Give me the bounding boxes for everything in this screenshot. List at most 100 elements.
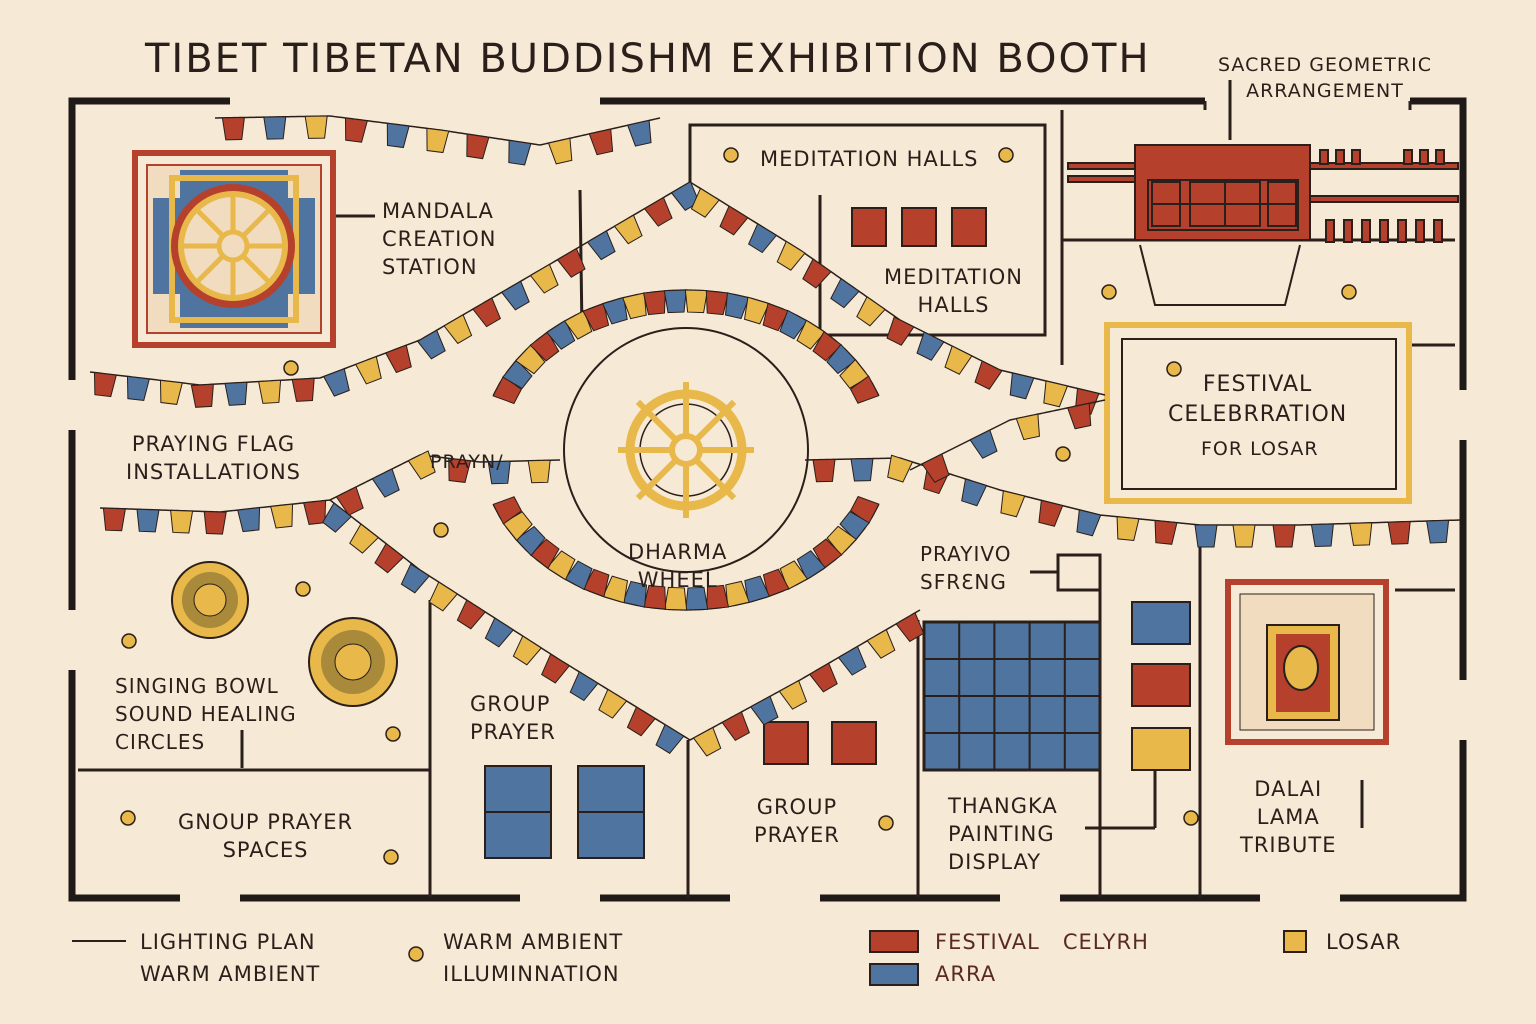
warm-light-icon <box>1183 810 1199 826</box>
prayer-flag <box>224 381 248 406</box>
prayer-flag <box>692 726 722 757</box>
prayer-flag <box>887 454 914 483</box>
prayer-flag <box>744 575 771 604</box>
legend-light-icon <box>408 946 424 962</box>
label-sacred: SACRED GEOMETRIC ARRANGEMENT <box>1218 54 1432 102</box>
prayer-flag <box>502 359 533 390</box>
prayer-flag <box>856 296 886 327</box>
prayer-flag <box>1066 402 1092 430</box>
prayer-flag <box>529 538 560 570</box>
warm-light-icon <box>283 360 299 376</box>
prayer-flag <box>602 575 629 604</box>
prayer-flag <box>1272 524 1296 548</box>
prayer-flag <box>812 330 843 362</box>
prayer-flag <box>642 290 666 316</box>
group-prayer-mats <box>484 601 1191 859</box>
label-prayn: PRAYN/ <box>430 451 504 473</box>
label-singing-bowl: SINGING BOWL SOUND HEALING CIRCLES <box>115 674 297 754</box>
prayer-flag <box>866 628 896 659</box>
prayer-flag <box>837 645 867 676</box>
prayer-flag <box>487 460 511 485</box>
prayer-flag <box>291 377 315 402</box>
prayer-flag <box>546 550 576 581</box>
prayer-flag <box>349 523 380 554</box>
label-dalai-lama: DALAI LAMA TRIBUTE <box>1240 777 1337 857</box>
prayer-flag <box>663 289 687 314</box>
warm-light-icon <box>878 815 894 831</box>
prayer-flag <box>974 360 1003 390</box>
prayer-flag <box>93 371 117 398</box>
legend-yellow-swatch <box>1283 930 1307 953</box>
prayer-flag <box>719 205 749 236</box>
mandala-icon <box>132 150 336 348</box>
label-festival-sub: FOR LOSAR <box>1201 438 1319 460</box>
prayer-flag <box>159 379 183 405</box>
warm-light-icon <box>385 726 401 742</box>
prayer-flag <box>1116 516 1140 542</box>
warm-light-icon <box>120 810 136 826</box>
label-thangka: THANGKA PAINTING DISPLAY <box>948 794 1058 874</box>
prayer-flag <box>626 119 652 147</box>
prayer-flag <box>706 584 730 610</box>
prayer-flag <box>1015 413 1040 441</box>
prayer-flag <box>725 580 750 608</box>
prayer-flag <box>778 680 808 710</box>
prayer-flag <box>643 196 673 227</box>
prayer-flag <box>1232 524 1256 548</box>
prayer-flag <box>456 599 487 630</box>
prayer-flag <box>886 316 915 346</box>
prayer-flag <box>655 723 685 754</box>
legend-losar: LOSAR <box>1326 930 1402 954</box>
prayer-flag <box>750 695 779 726</box>
prayer-flag <box>826 343 857 375</box>
prayer-flag <box>569 671 599 702</box>
prayer-flag <box>779 560 809 591</box>
prayer-flag <box>776 240 806 271</box>
prayer-flag <box>529 331 560 362</box>
prayer-flag <box>500 280 530 311</box>
label-meditation-top: MEDITATION HALLS <box>760 147 979 171</box>
prayer-flag <box>190 383 214 408</box>
prayer-flag <box>850 458 874 482</box>
prayer-flag <box>802 258 832 289</box>
legend-red-swatch <box>869 930 919 953</box>
prayer-flag <box>385 344 412 374</box>
prayer-flag <box>601 296 628 325</box>
prayer-flag <box>895 612 925 643</box>
prayer-flag <box>944 345 973 375</box>
prayer-flag <box>443 314 473 345</box>
prayer-flag <box>916 331 945 361</box>
prayer-flag <box>323 368 350 397</box>
warm-light-icon <box>433 522 449 538</box>
prayer-flag <box>586 230 616 261</box>
warm-light-icon <box>295 581 311 597</box>
prayer-flag <box>546 319 576 350</box>
prayer-flag <box>426 127 450 154</box>
label-festival: FESTIVAL CELEBRRATION <box>1168 372 1348 427</box>
warm-light-icon <box>383 849 399 865</box>
prayer-flag <box>613 214 643 245</box>
label-group-prayer-2: GROUP PRAYER <box>754 795 840 847</box>
prayer-flag <box>1000 490 1026 518</box>
prayer-flag <box>582 568 610 598</box>
prayer-flag <box>1043 380 1069 408</box>
prayer-flag <box>961 478 988 507</box>
prayer-flag <box>1009 372 1035 400</box>
prayer-flag <box>102 507 126 532</box>
prayer-flag <box>622 580 648 608</box>
prayer-flag <box>515 343 546 375</box>
prayer-flag <box>428 581 459 612</box>
legend-festival: FESTIVAL CELYRH <box>935 930 1149 954</box>
prayer-flag <box>515 525 546 557</box>
prayer-flag <box>529 263 559 294</box>
prayer-flag <box>541 653 571 684</box>
prayer-flag <box>779 309 808 340</box>
prayer-flag <box>643 584 667 610</box>
prayer-flag <box>527 459 551 484</box>
label-group-prayer-1: GROUP PRAYER <box>470 692 556 744</box>
prayer-flag <box>839 510 870 541</box>
festival-frame <box>1104 322 1412 504</box>
legend-lighting: LIGHTING PLAN WARM AMBIENT <box>140 930 321 986</box>
prayer-flag <box>416 329 446 360</box>
